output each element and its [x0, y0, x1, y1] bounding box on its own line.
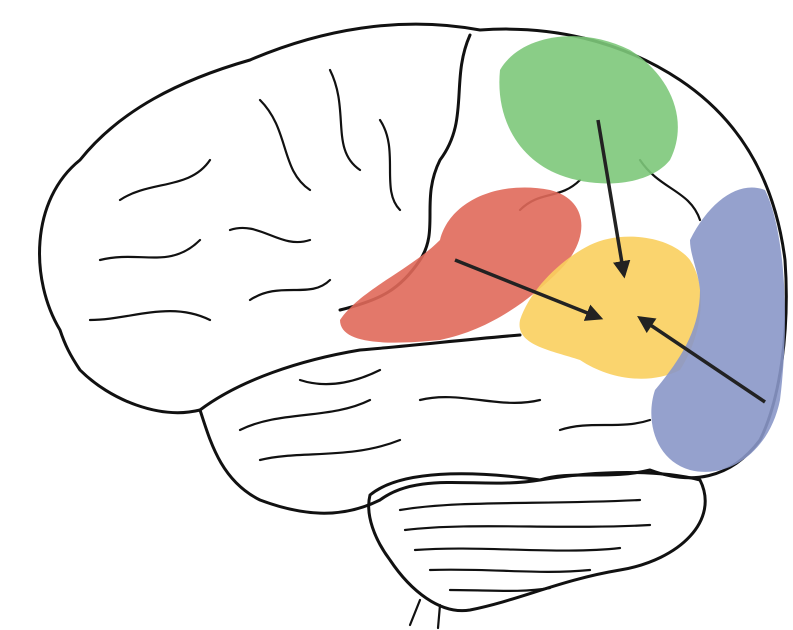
red-region	[340, 187, 582, 343]
blue-region	[651, 187, 785, 472]
cerebellum	[367, 471, 707, 630]
arrow-green-to-yellow	[596, 119, 631, 279]
arrow-red-to-yellow	[454, 258, 604, 321]
arrow-blue-to-yellow	[637, 316, 766, 404]
green-region	[499, 36, 678, 184]
yellow-region	[519, 236, 701, 379]
arrows	[454, 119, 766, 404]
regions-layer	[340, 36, 785, 472]
